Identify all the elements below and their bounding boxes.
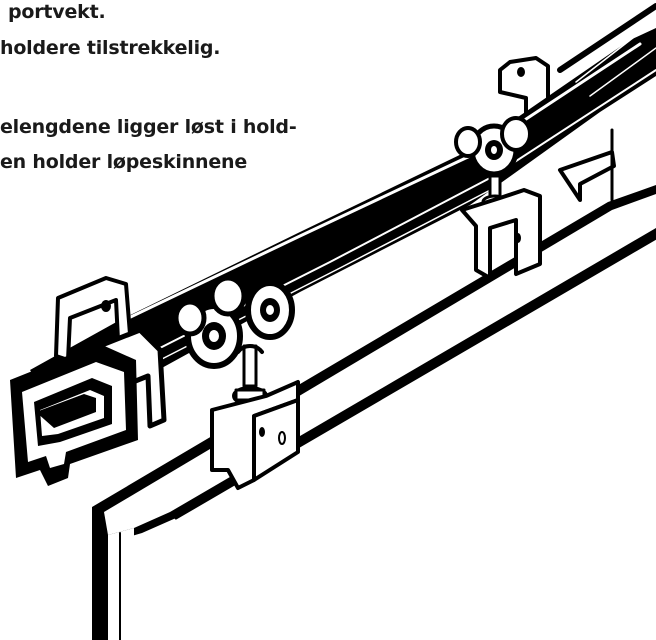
- text-line-4: en holder løpeskinnene: [0, 151, 248, 173]
- text-line-2: holdere tilstrekkelig.: [0, 37, 221, 59]
- rear-door-bracket: [460, 188, 542, 280]
- front-roller-trolley: [173, 275, 295, 369]
- rail-end-profile: [10, 344, 138, 486]
- text-line-3: elengdene ligger løst i hold-: [0, 116, 297, 138]
- text-line-1: portvekt.: [8, 1, 106, 23]
- front-door-bracket: [210, 380, 300, 490]
- rear-roller-trolley: [454, 116, 532, 177]
